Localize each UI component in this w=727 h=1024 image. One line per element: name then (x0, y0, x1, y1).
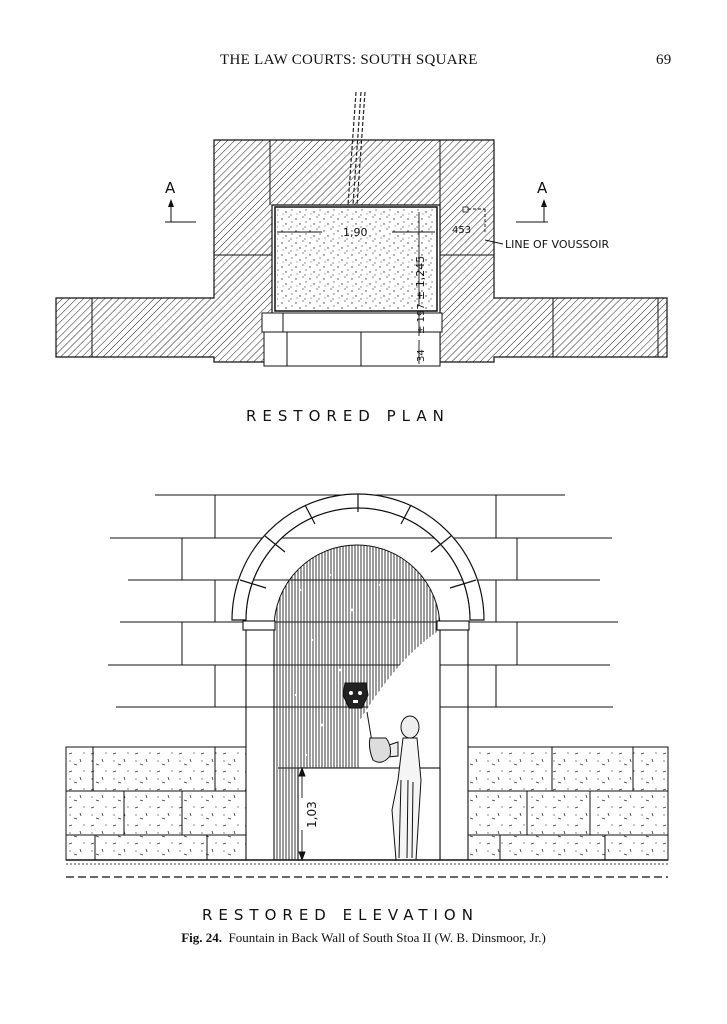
dim-height: 1,03 (305, 801, 319, 828)
ground-line (66, 859, 668, 878)
plan-title: RESTORED PLAN (246, 407, 450, 425)
voussoir-label: LINE OF VOUSSOIR (505, 238, 609, 251)
dim-width: 1,90 (343, 226, 368, 239)
plan-wall (55, 139, 668, 363)
dim-step: 34 (416, 349, 427, 362)
dim-sill: ± 197 (416, 303, 427, 334)
height-dimension (298, 766, 306, 862)
svg-text:A: A (537, 179, 548, 197)
page-number: 69 (656, 52, 672, 68)
figure-number: Fig. 24. (181, 930, 223, 945)
niche-sparkles (294, 573, 397, 757)
section-marker-right: A (516, 179, 548, 223)
section-marker-left: A (165, 179, 196, 223)
running-title: THE LAW COURTS: SOUTH SQUARE (220, 52, 478, 68)
figure-caption-text: Fountain in Back Wall of South Stoa II (… (228, 930, 546, 945)
plan-drawing: 1,90 ± 1,245 ± 197 34 453 LINE OF VOUSSO… (55, 91, 668, 367)
plan-joints (91, 140, 659, 357)
arch (231, 493, 485, 621)
lion-head-spout (342, 682, 369, 709)
water-stream (366, 711, 373, 743)
svg-text:A: A (165, 179, 176, 197)
plan-dimensions (277, 208, 504, 364)
parapet (261, 312, 443, 367)
figure-caption: Fig. 24. Fountain in Back Wall of South … (0, 930, 727, 946)
lower-wall (65, 746, 669, 861)
dim-offset: 453 (452, 225, 471, 236)
dim-depth: ± 1,245 (414, 256, 427, 300)
figure-with-hydria (368, 715, 422, 861)
elevation-title: RESTORED ELEVATION (202, 906, 479, 924)
elevation-drawing: 1,03 (65, 493, 669, 878)
